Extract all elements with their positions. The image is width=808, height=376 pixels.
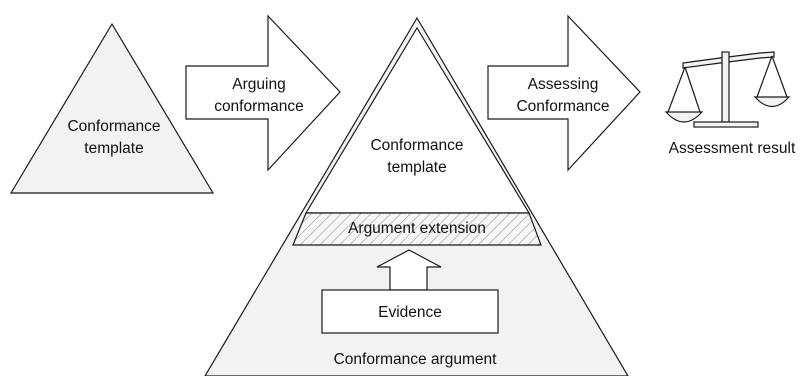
arguing-conformance-arrow: Arguing conformance <box>185 14 341 172</box>
conformance-template-left: Conformance template <box>9 22 215 194</box>
conformance-argument: Conformance template Argument extension … <box>204 16 629 376</box>
balance-scale-icon <box>664 51 791 128</box>
template-triangle-shape <box>9 22 215 194</box>
left-pan <box>664 111 704 123</box>
template-left-label-line1: Conformance <box>67 118 160 135</box>
arguing-arrow-label-line1: Arguing <box>232 76 285 93</box>
assessing-conformance-arrow: Assessing Conformance <box>487 14 641 172</box>
conformance-argument-label: Conformance argument <box>334 351 498 368</box>
right-pan-string-b <box>771 55 788 98</box>
scale-base <box>693 121 759 128</box>
argument-inner-template-triangle <box>304 26 531 214</box>
template-left-label-line2: template <box>84 140 143 157</box>
right-pan <box>753 96 791 108</box>
arguing-arrow-shape <box>185 14 341 172</box>
left-pan-string-a <box>667 66 686 113</box>
assessing-arrow-label-line2: Conformance <box>516 98 609 115</box>
scale-post <box>721 51 730 123</box>
assessment-result-label: Assessment result <box>669 140 796 157</box>
evidence-label: Evidence <box>378 304 442 321</box>
argument-template-label-line1: Conformance <box>370 137 463 154</box>
left-pan-string-b <box>684 66 701 113</box>
right-pan-string-a <box>756 55 773 98</box>
argument-template-label-line2: template <box>387 159 446 176</box>
argument-extension-label: Argument extension <box>348 220 486 237</box>
evidence-box <box>321 289 499 334</box>
assessing-arrow-label-line1: Assessing <box>528 76 599 93</box>
arguing-arrow-label-line2: conformance <box>214 98 304 115</box>
argument-extension-band <box>292 212 542 246</box>
assessing-arrow-shape <box>487 14 641 172</box>
